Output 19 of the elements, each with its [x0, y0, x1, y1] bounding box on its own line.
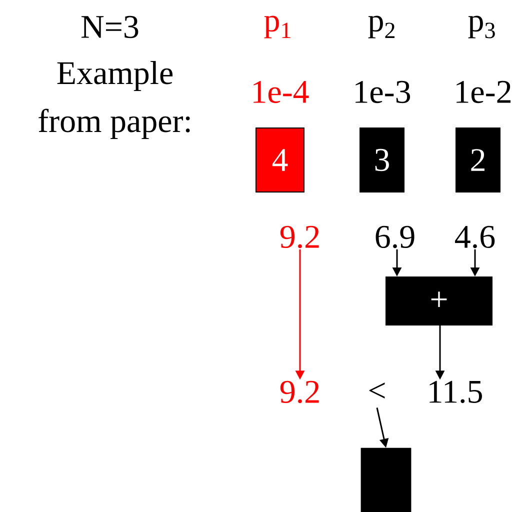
- parameter-label: p$_{2}$: [368, 16, 394, 38]
- value-text: 4.6: [455, 226, 495, 248]
- heading-text: Example from paper:: [38, 61, 190, 139]
- output-box: [360, 448, 412, 512]
- value-text: 1e-3: [356, 80, 410, 104]
- parameter-label: p$_{3}$: [468, 16, 495, 38]
- operation-box: +: [386, 276, 492, 326]
- parameter-label: p$_{1}$: [264, 16, 290, 38]
- value-text: 1e-4: [254, 80, 309, 104]
- heading-text: N=3: [82, 16, 138, 38]
- value-text: 1e-2: [456, 80, 510, 104]
- value-text: 6.9: [376, 226, 414, 248]
- number-box: 4: [256, 128, 304, 192]
- value-text: <: [369, 382, 385, 398]
- number-box: 3: [360, 128, 404, 192]
- value-text: 11.5: [430, 380, 482, 404]
- value-text: 9.2: [280, 380, 319, 404]
- number-box: 2: [456, 128, 500, 192]
- value-text: 9.2: [280, 226, 319, 248]
